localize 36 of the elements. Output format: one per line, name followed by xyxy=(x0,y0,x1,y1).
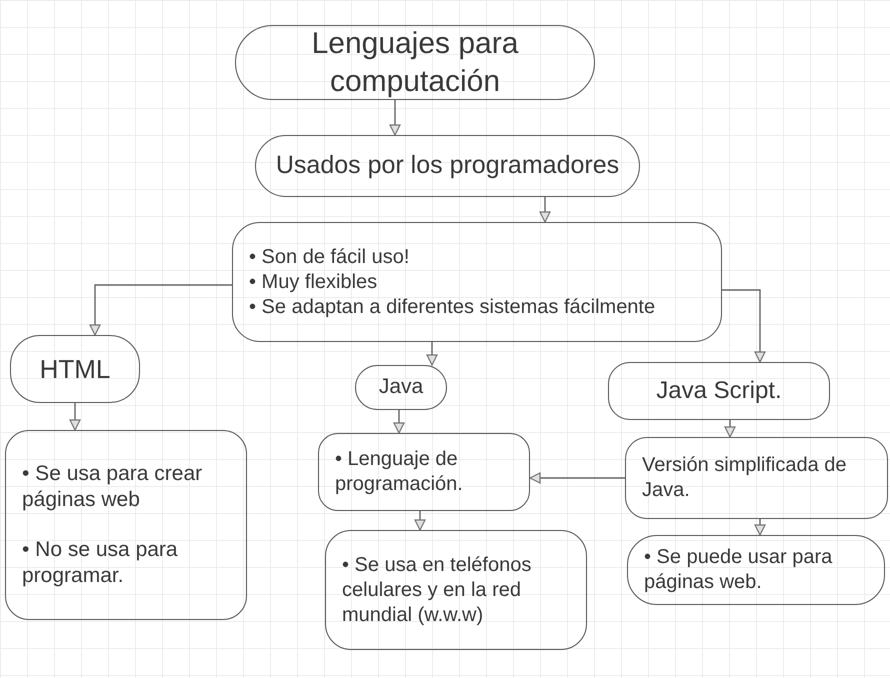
node-text: • Lenguaje de programación. xyxy=(335,447,464,497)
rounded-node xyxy=(627,535,885,605)
arrow xyxy=(89,284,232,336)
node-text: Lenguajes para computación xyxy=(310,26,520,100)
node-text: HTML xyxy=(40,352,110,386)
node-text: • No se usa para programar. xyxy=(22,537,179,590)
rounded-node xyxy=(10,335,140,403)
node-text: Java xyxy=(378,374,424,400)
arrow xyxy=(754,519,766,536)
node-text: • Se puede usar para páginas web. xyxy=(644,545,834,595)
rounded-node xyxy=(232,222,722,342)
node-text: • Se usa en teléfonos celulares y en la red mundial (w.w.w) xyxy=(342,552,532,628)
arrow xyxy=(389,100,401,136)
rounded-node xyxy=(355,365,447,410)
node-text: Versión simplificada de Java. xyxy=(642,453,848,503)
node-text: • Se usa para crear páginas web xyxy=(22,460,204,513)
arrow xyxy=(724,420,736,438)
rounded-node xyxy=(608,362,830,420)
node-text: • Son de fácil uso! xyxy=(249,244,410,270)
arrow xyxy=(426,342,438,366)
arrow xyxy=(529,472,625,484)
node-text: • Muy flexibles xyxy=(249,270,378,294)
rounded-node xyxy=(255,135,640,197)
arrow xyxy=(722,289,766,363)
arrow xyxy=(393,410,405,434)
arrow xyxy=(414,511,426,531)
rounded-node xyxy=(318,433,530,511)
rounded-node xyxy=(5,430,247,620)
arrow xyxy=(539,197,551,223)
rounded-node xyxy=(235,25,595,100)
node-text: Java Script. xyxy=(656,376,782,406)
rounded-node xyxy=(625,437,888,519)
node-text: Usados por los programadores xyxy=(276,150,620,182)
rounded-node xyxy=(325,530,587,650)
arrow xyxy=(69,403,81,431)
node-text: • Se adaptan a diferentes sistemas fácilmente xyxy=(249,294,656,320)
